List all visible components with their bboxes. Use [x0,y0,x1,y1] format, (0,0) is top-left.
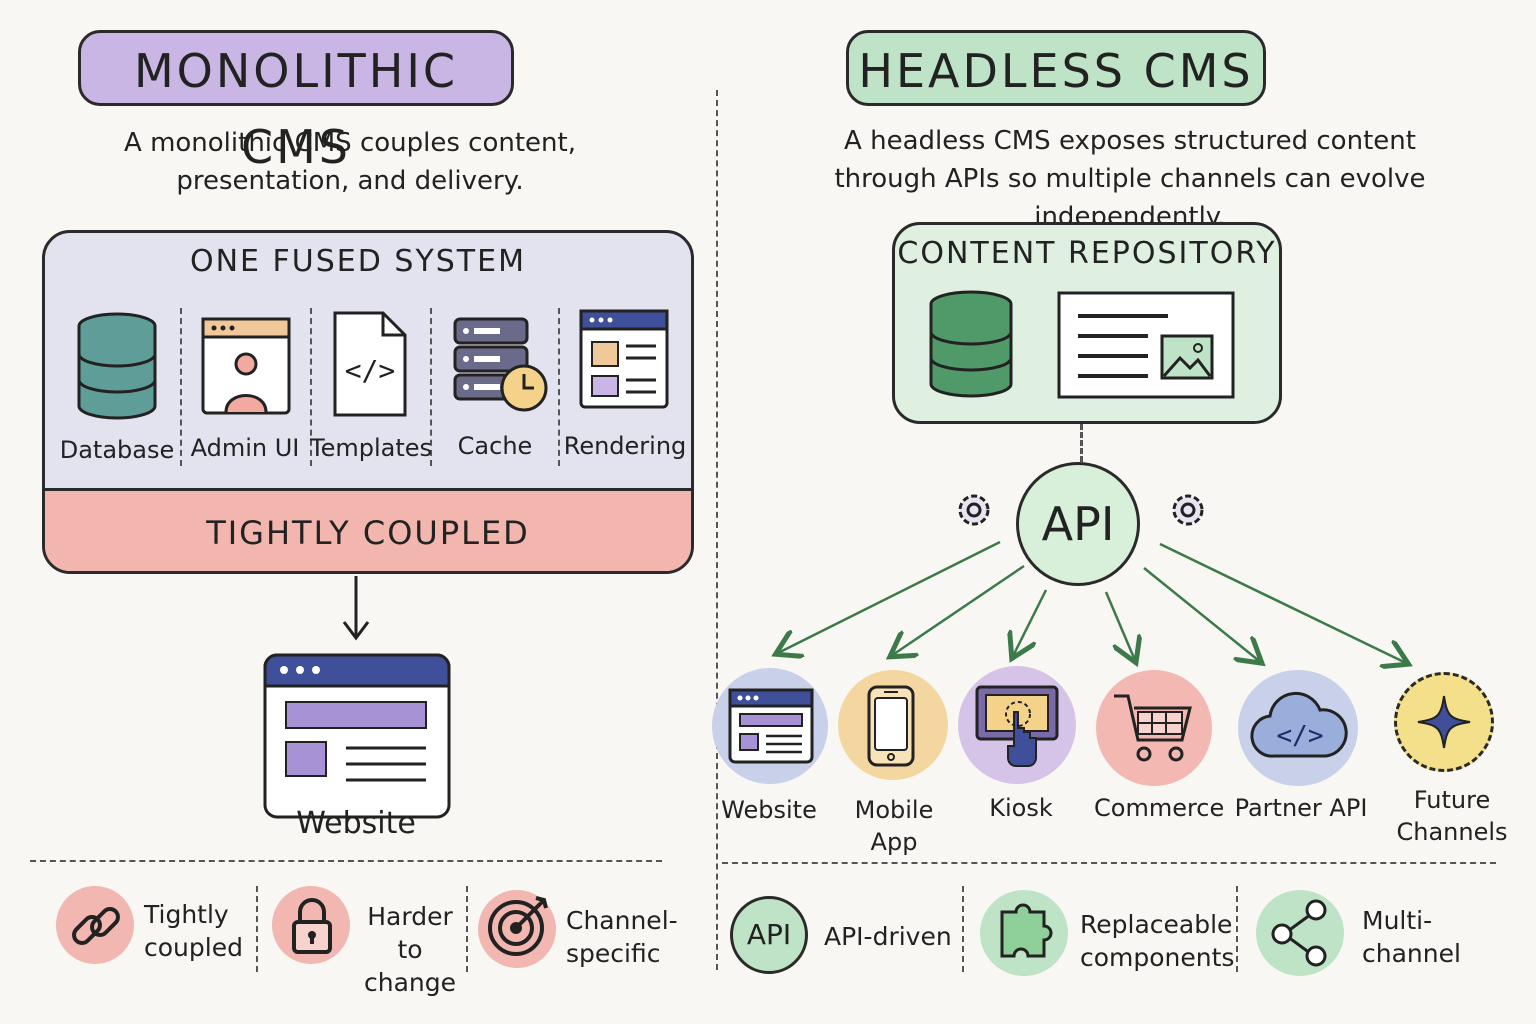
monolithic-caption-line2: presentation, and delivery. [176,166,524,196]
svg-text:</>: </> [1277,721,1324,751]
repo-api-connector [1080,424,1083,470]
feature-line: Harder [367,902,453,931]
channel-label: Future Channels [1390,784,1514,848]
right-feature-divider [722,862,1496,864]
cloud-code-icon: </> [1250,691,1348,758]
feature-label: Harder to change [358,900,462,999]
template-file-icon: </> [333,311,407,417]
target-icon [488,896,548,956]
feature-label: Channel- specific [566,904,678,970]
feature-line: specific [566,939,661,968]
api-hub: API [1016,462,1140,586]
feature-line: components [1080,943,1235,972]
feature-divider [466,886,468,972]
headless-title: HEADLESS CMS [846,30,1266,106]
arrow-to-website [780,540,1001,652]
channel-label-line: Future [1413,786,1491,814]
chain-link-icon [72,907,120,945]
component-label: Database [59,436,175,464]
component-label: Admin UI [190,434,300,462]
left-feature-divider [30,860,662,862]
content-repository-title: CONTENT REPOSITORY [897,236,1277,271]
content-document-icon [1057,291,1235,399]
feature-divider [1236,886,1238,972]
feature-line: channel [1362,939,1461,968]
gear-icon [958,494,990,526]
component-divider [310,308,312,466]
feature-line: Channel- [566,906,678,935]
channel-label: Website [721,796,817,824]
component-divider [180,308,182,466]
component-divider [558,308,560,466]
smartphone-icon [867,685,915,767]
monolithic-title: MONOLITHIC CMS [78,30,514,174]
feature-label: API-driven [824,922,952,951]
database-icon [929,290,1013,398]
tightly-coupled-label: TIGHTLY COUPLED [206,514,530,552]
share-nodes-icon [1271,899,1327,967]
headless-caption-line1: A headless CMS exposes structured conten… [844,126,1416,156]
feature-divider [256,886,258,972]
channel-label: Mobile App [854,796,934,856]
feature-label: Replaceable components [1080,908,1234,974]
sparkle-star-icon [1417,695,1471,749]
component-label: Rendering [563,432,687,460]
rendering-window-icon [579,309,669,409]
feature-line: to change [363,935,456,997]
database-icon [77,312,157,420]
website-output-label: Website [296,806,416,841]
feature-blob [1256,890,1344,976]
shopping-cart-icon [1114,694,1192,762]
monolithic-caption: A monolithic CMS couples content, presen… [60,124,640,200]
cache-server-icon [453,317,548,412]
admin-ui-icon [201,317,291,415]
feature-divider [962,886,964,972]
feature-line: Multi- [1362,906,1433,935]
svg-text:</>: </> [345,354,396,387]
channel-label-line: Channels [1396,818,1508,846]
fused-system-title: ONE FUSED SYSTEM [190,244,526,279]
feature-line: coupled [144,933,243,962]
arrow-to-mobile [894,564,1025,654]
center-divider [716,90,718,970]
feature-blob: API [730,896,808,974]
padlock-icon [292,898,332,954]
feature-label: Tightly coupled [144,898,243,964]
browser-window-icon [728,688,814,764]
kiosk-touch-icon [975,685,1059,767]
channel-label: Commerce [1094,794,1225,822]
channel-label: Partner API [1234,794,1368,822]
monolithic-caption-line1: A monolithic CMS couples content, [124,128,576,158]
arrow-down-icon [342,576,370,641]
arrow-to-partner [1143,567,1258,660]
gear-icon [1172,494,1204,526]
feature-line: Tightly [144,900,229,929]
component-label: Cache [457,432,533,460]
channel-label: Kiosk [989,794,1053,822]
arrow-to-commerce [1104,591,1134,658]
arrow-to-kiosk [1014,589,1048,654]
feature-line: Replaceable [1080,910,1233,939]
website-window-icon [263,653,451,819]
component-divider [430,308,432,466]
component-label: Templates [309,434,432,462]
puzzle-piece-icon [1000,903,1053,958]
feature-label: Multi- channel [1362,904,1461,970]
tightly-coupled-band [45,488,691,571]
feature-blob [56,886,134,964]
arrow-to-future [1159,542,1404,662]
